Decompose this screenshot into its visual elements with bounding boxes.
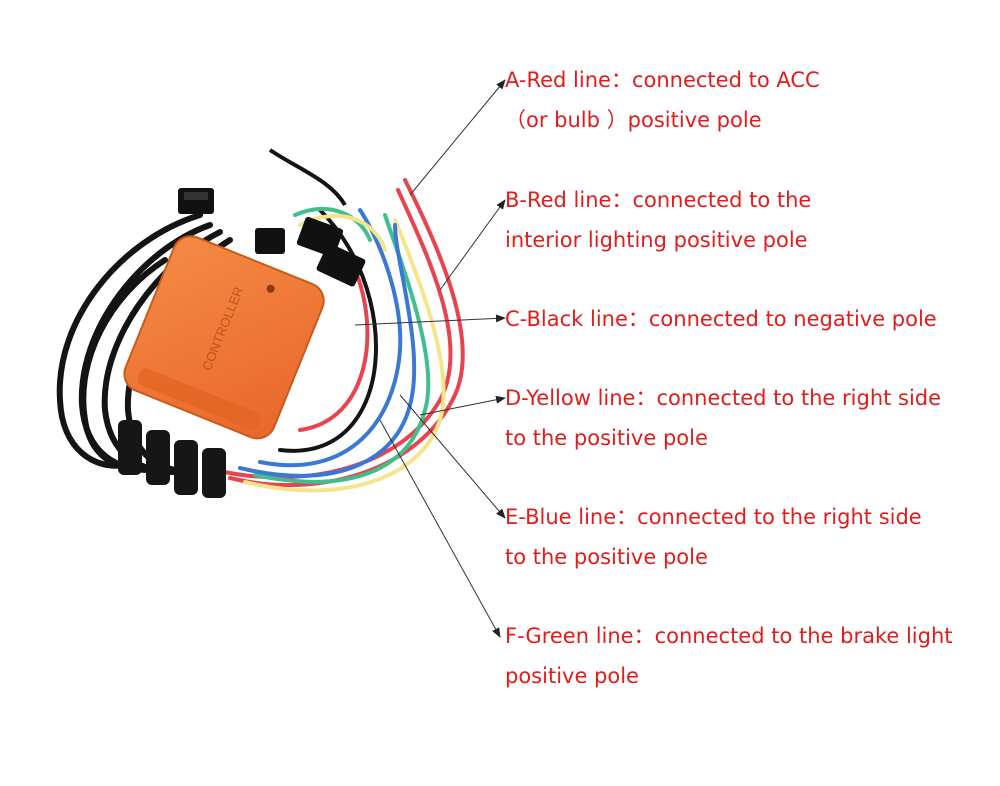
annotation-e: E-Blue line：connected to the right side t… (505, 503, 922, 571)
annotation-f-line1: F-Green line：connected to the brake ligh… (505, 624, 953, 648)
annotation-c: C-Black line：connected to negative pole (505, 305, 937, 333)
annotation-c-line1: C-Black line：connected to negative pole (505, 307, 937, 331)
pointer-c (354, 314, 506, 326)
annotation-b-line1: B-Red line：connected to the (505, 188, 812, 212)
annotation-d: D-Yellow line：connected to the right sid… (505, 384, 941, 452)
annotation-d-line1: D-Yellow line：connected to the right sid… (505, 386, 942, 410)
annotation-a-line1: A-Red line：connected to ACC (505, 68, 820, 92)
strain-reliefs (118, 420, 226, 498)
top-connectors (178, 188, 366, 287)
annotation-a: A-Red line：connected to ACC （or bulb ）pos… (505, 66, 820, 134)
colour-wires (213, 178, 465, 493)
annotation-e-line2: to the positive pole (505, 545, 708, 569)
annotation-e-line1: E-Blue line：connected to the right side (505, 505, 922, 529)
annotation-b: B-Red line：connected to the interior lig… (505, 186, 811, 254)
pointer-e (399, 394, 506, 519)
annotation-f-line2: positive pole (505, 664, 639, 688)
annotation-a-line2: （or bulb ）positive pole (505, 108, 762, 132)
annotation-b-line2: interior lighting positive pole (505, 228, 808, 252)
annotation-d-line2: to the positive pole (505, 426, 708, 450)
controller-box: CONTROLLER (123, 235, 325, 440)
pointer-lines (354, 79, 506, 638)
pointer-f (379, 419, 501, 638)
annotation-f: F-Green line：connected to the brake ligh… (505, 622, 953, 690)
pointer-b (439, 199, 506, 291)
top-lead-wire (268, 148, 347, 207)
pointer-a (409, 79, 506, 196)
pointer-d (419, 395, 506, 416)
